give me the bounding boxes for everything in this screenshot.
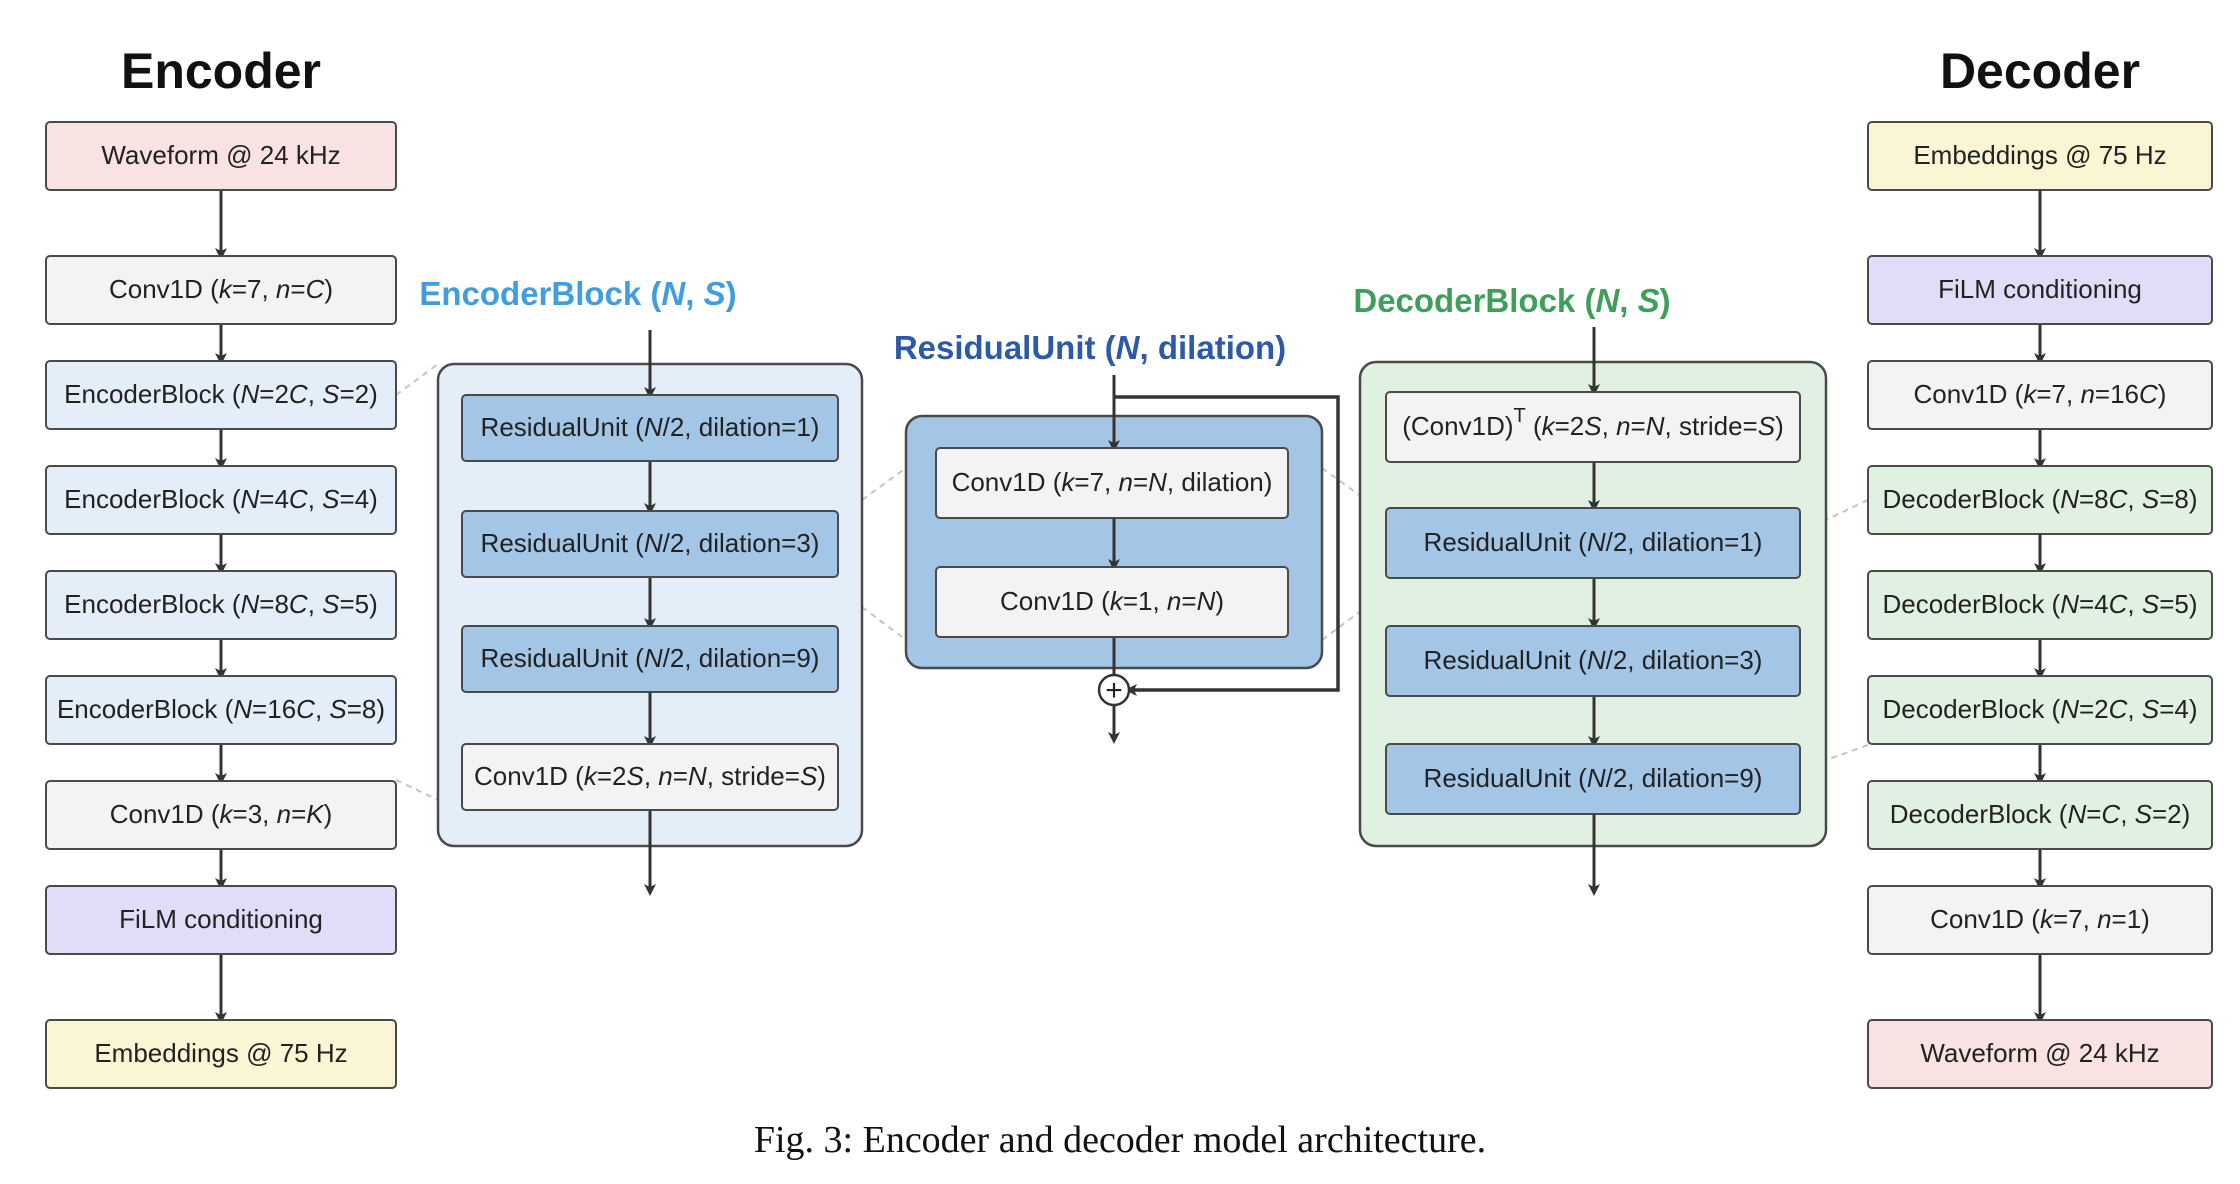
encoder-item-5-label: EncoderBlock (N=16C, S=8) [57,694,385,724]
encoder-block-item-2: ResidualUnit (N/2, dilation=9) [461,625,839,693]
encoder-title: Encoder [121,43,321,99]
decoder-item-8: Waveform @ 24 kHz [1867,1019,2213,1089]
zoom-guide-line [861,606,907,641]
encoder-item-8-label: Embeddings @ 75 Hz [94,1038,347,1068]
skip-connection [1114,395,1340,696]
decoder-item-4: DecoderBlock (N=4C, S=5) [1867,570,2213,640]
decoder-item-6-label: DecoderBlock (N=C, S=2) [1890,799,2191,829]
encoder-item-0: Waveform @ 24 kHz [45,121,397,191]
decoder-title: Decoder [1940,43,2140,99]
decoder-item-8-label: Waveform @ 24 kHz [1920,1038,2159,1068]
encoder-item-6: Conv1D (k=3, n=K) [45,780,397,850]
encoder-item-1: Conv1D (k=7, n=C) [45,255,397,325]
residual-unit-item-0: Conv1D (k=7, n=N, dilation) [935,447,1289,519]
decoder-item-1-label: FiLM conditioning [1938,274,2142,304]
zoom-guide-line [395,363,439,396]
encoder-block-item-3: Conv1D (k=2S, n=N, stride=S) [461,743,839,811]
encoder-block-item-0: ResidualUnit (N/2, dilation=1) [461,394,839,462]
encoder-item-3-label: EncoderBlock (N=4C, S=4) [64,484,378,514]
decoder-block-item-2-label: ResidualUnit (N/2, dilation=3) [1424,645,1763,675]
decoder-item-5-label: DecoderBlock (N=2C, S=4) [1882,694,2197,724]
decoder-item-3-label: DecoderBlock (N=8C, S=8) [1882,484,2197,514]
residual-unit-item-1: Conv1D (k=1, n=N) [935,566,1289,638]
zoom-guide-line [1825,499,1869,521]
figure-caption: Fig. 3: Encoder and decoder model archit… [753,1119,1487,1161]
decoder-block-item-2: ResidualUnit (N/2, dilation=3) [1385,625,1801,697]
decoder-item-7-label: Conv1D (k=7, n=1) [1930,904,2150,934]
decoder-item-7: Conv1D (k=7, n=1) [1867,885,2213,955]
zoom-guide-line [1321,606,1367,641]
encoder-item-7: FiLM conditioning [45,885,397,955]
decoder-item-4-label: DecoderBlock (N=4C, S=5) [1882,589,2197,619]
encoder-item-1-label: Conv1D (k=7, n=C) [109,274,333,304]
decoder-item-5: DecoderBlock (N=2C, S=4) [1867,675,2213,745]
zoom-guide-line [395,779,439,801]
encoder-block-item-2-label: ResidualUnit (N/2, dilation=9) [481,643,820,673]
encoder-item-5: EncoderBlock (N=16C, S=8) [45,675,397,745]
encoder-block-item-3-label: Conv1D (k=2S, n=N, stride=S) [474,761,826,791]
encoder-item-6-label: Conv1D (k=3, n=K) [110,799,333,829]
decoder-item-0-label: Embeddings @ 75 Hz [1913,140,2166,170]
decoder-block-item-0: (Conv1D)T (k=2S, n=N, stride=S) [1385,391,1801,463]
decoder-item-6: DecoderBlock (N=C, S=2) [1867,780,2213,850]
encoder-block-item-1-label: ResidualUnit (N/2, dilation=3) [481,528,820,558]
encoder-item-8: Embeddings @ 75 Hz [45,1019,397,1089]
encoder-block-item-1: ResidualUnit (N/2, dilation=3) [461,510,839,578]
decoder-item-1: FiLM conditioning [1867,255,2213,325]
residual-unit-item-1-label: Conv1D (k=1, n=N) [1000,586,1224,616]
residual-unit-item-0-label: Conv1D (k=7, n=N, dilation) [952,467,1273,497]
sum-node: + [1097,673,1131,707]
decoder-block-item-0-label: (Conv1D)T (k=2S, n=N, stride=S) [1402,405,1783,441]
decoder-item-2-label: Conv1D (k=7, n=16C) [1914,379,2167,409]
encoder-item-0-label: Waveform @ 24 kHz [101,140,340,170]
encoder-item-4: EncoderBlock (N=8C, S=5) [45,570,397,640]
residual-unit-title: ResidualUnit (N, dilation) [894,329,1286,366]
decoder-block-item-3-label: ResidualUnit (N/2, dilation=9) [1424,763,1763,793]
decoder-item-0: Embeddings @ 75 Hz [1867,121,2213,191]
decoder-block-item-1: ResidualUnit (N/2, dilation=1) [1385,507,1801,579]
zoom-guide-line [1825,744,1869,761]
encoder-item-2-label: EncoderBlock (N=2C, S=2) [64,379,378,409]
decoder-block-item-1-label: ResidualUnit (N/2, dilation=1) [1424,527,1763,557]
encoder-block-title: EncoderBlock (N, S) [419,275,736,312]
encoder-block-item-0-label: ResidualUnit (N/2, dilation=1) [481,412,820,442]
decoder-block-item-3: ResidualUnit (N/2, dilation=9) [1385,743,1801,815]
encoder-item-3: EncoderBlock (N=4C, S=4) [45,465,397,535]
decoder-block-title: DecoderBlock (N, S) [1353,282,1670,319]
sum-symbol: + [1105,674,1123,707]
encoder-item-2: EncoderBlock (N=2C, S=2) [45,360,397,430]
decoder-item-2: Conv1D (k=7, n=16C) [1867,360,2213,430]
encoder-item-7-label: FiLM conditioning [119,904,323,934]
zoom-guide-line [1321,467,1367,501]
encoder-item-4-label: EncoderBlock (N=8C, S=5) [64,589,378,619]
zoom-guide-line [861,467,907,501]
decoder-item-3: DecoderBlock (N=8C, S=8) [1867,465,2213,535]
